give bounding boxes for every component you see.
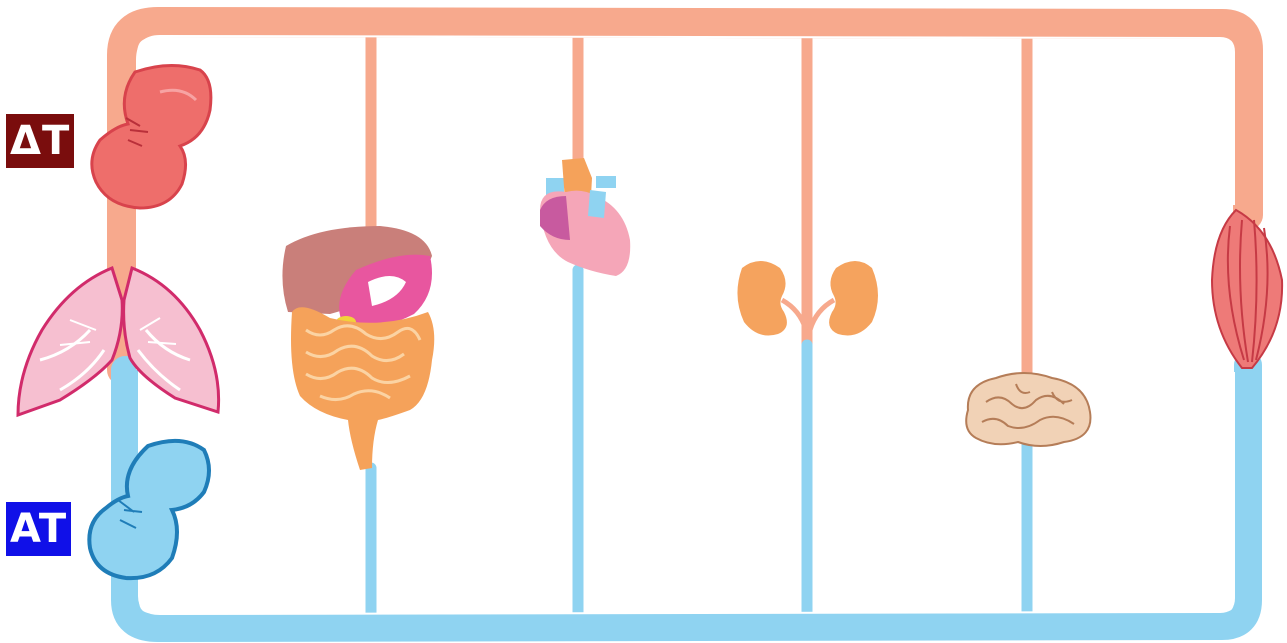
label-top: ΔT [6,114,74,168]
muscle-icon [1212,210,1282,368]
heart-venous-icon [89,441,209,578]
arterial-vessels [122,22,1248,378]
label-bottom: AT [6,502,71,556]
heart-icon [540,158,630,276]
liver-stomach-intestine-icon [282,226,434,470]
brain-icon [966,373,1090,446]
arterial-trunk [122,22,1248,370]
